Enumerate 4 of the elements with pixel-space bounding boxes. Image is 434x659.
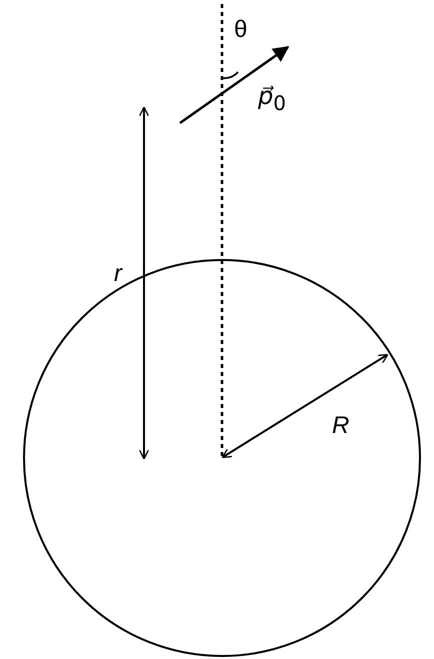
dimension-label: r (114, 262, 122, 286)
angle-label: θ (234, 18, 248, 42)
dimension-label: R (332, 414, 350, 438)
vector-label: p⃗$_{0}$ (258, 84, 286, 113)
